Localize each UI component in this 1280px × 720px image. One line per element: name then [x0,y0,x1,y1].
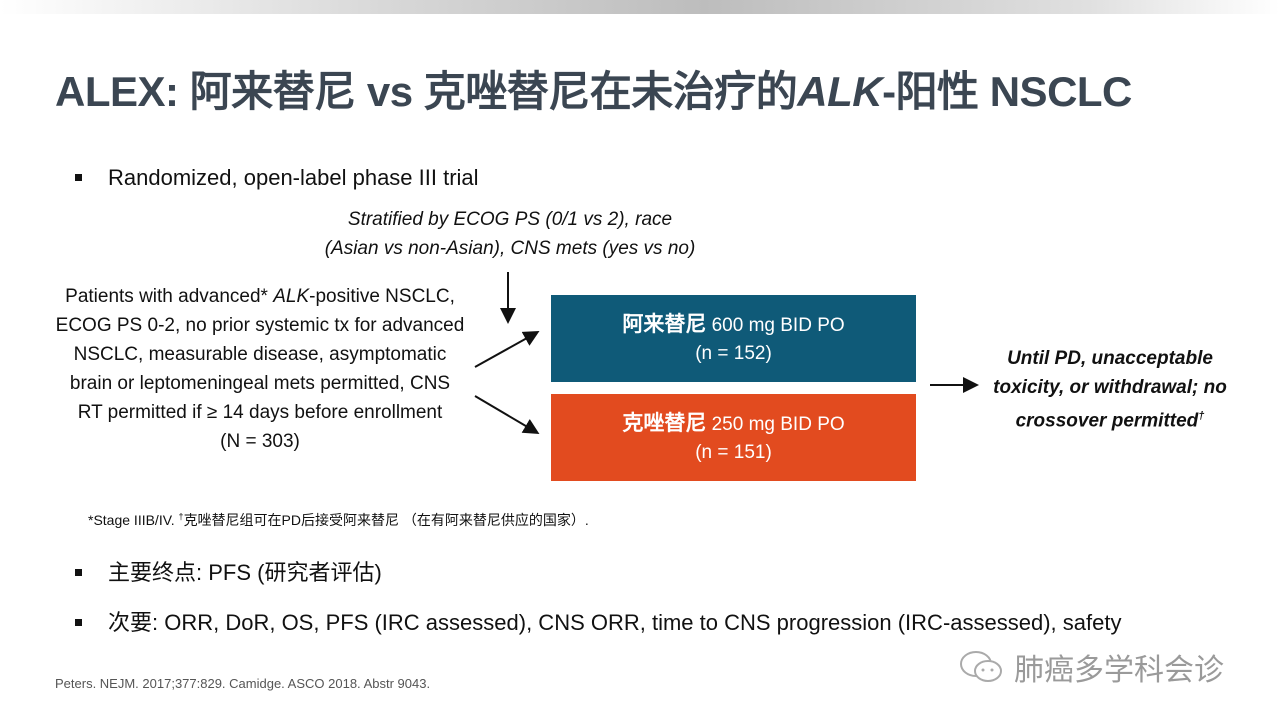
dagger-mark: † [178,511,184,522]
bullet-primary: 主要终点: PFS (研究者评估) [75,555,382,587]
arm-n: (n = 152) [695,343,772,364]
arrow-to-arm1 [474,331,540,368]
arm-drug: 阿来替尼 [622,313,707,336]
strat-line: Stratified by ECOG PS (0/1 vs 2), race [347,209,673,230]
patients-italic: ALK [273,286,310,307]
patients-post: -positive NSCLC, ECOG PS 0-2, no prior s… [55,286,465,423]
title-suffix: -阳性 NSCLC [882,68,1132,115]
bullet-text: Randomized, open-label phase III trial [108,165,479,190]
footnote-text: 克唑替尼组可在PD后接受阿来替尼 （在有阿来替尼供应的国家）. [183,512,589,528]
arm-alectinib: 阿来替尼 600 mg BID PO (n = 152) [551,295,916,382]
bullet-text: 主要终点: PFS (研究者评估) [108,560,382,585]
arm-dose: 600 mg BID PO [706,315,845,336]
title-prefix: ALEX: 阿来替尼 vs 克唑替尼在未治疗的 [55,68,798,115]
bullet-icon [75,568,82,576]
treatment-duration: Until PD, unacceptable toxicity, or with… [985,344,1235,435]
patients-n: (N = 303) [220,431,300,452]
bullet-design: Randomized, open-label phase III trial [75,165,479,191]
strat-line: (Asian vs non-Asian), CNS mets (yes vs n… [324,238,696,259]
arrow-to-arm2 [474,395,540,435]
bullet-icon [75,618,82,626]
patients-pre: Patients with advanced* [65,286,274,307]
wechat-icon [960,651,1002,682]
title-italic: ALK [797,68,883,115]
arm-crizotinib: 克唑替尼 250 mg BID PO (n = 151) [551,394,916,481]
arm-dose: 250 mg BID PO [706,414,845,435]
arm-drug: 克唑替尼 [622,412,707,435]
top-gradient-bar [0,0,1280,14]
watermark: 肺癌多学科会诊 [958,645,1224,689]
outcome-text: Until PD, unacceptable toxicity, or with… [993,348,1227,432]
slide-title: ALEX: 阿来替尼 vs 克唑替尼在未治疗的ALK-阳性 NSCLC [55,58,1132,119]
footnote-pre: *Stage IIIB/IV. [88,512,179,528]
bullet-icon [75,173,82,181]
bullet-text: 次要: ORR, DoR, OS, PFS (IRC assessed), CN… [108,610,1122,635]
stratification: Stratified by ECOG PS (0/1 vs 2), race (A… [300,205,720,263]
watermark-text: 肺癌多学科会诊 [1014,654,1224,687]
dagger-mark: † [1198,410,1205,422]
footnote: *Stage IIIB/IV. †克唑替尼组可在PD后接受阿来替尼 （在有阿来替… [88,510,589,530]
bullet-secondary: 次要: ORR, DoR, OS, PFS (IRC assessed), CN… [75,605,1121,637]
patient-criteria: Patients with advanced* ALK-positive NSC… [55,282,465,456]
arm-n: (n = 151) [695,442,772,463]
reference: Peters. NEJM. 2017;377:829. Camidge. ASC… [55,676,431,691]
